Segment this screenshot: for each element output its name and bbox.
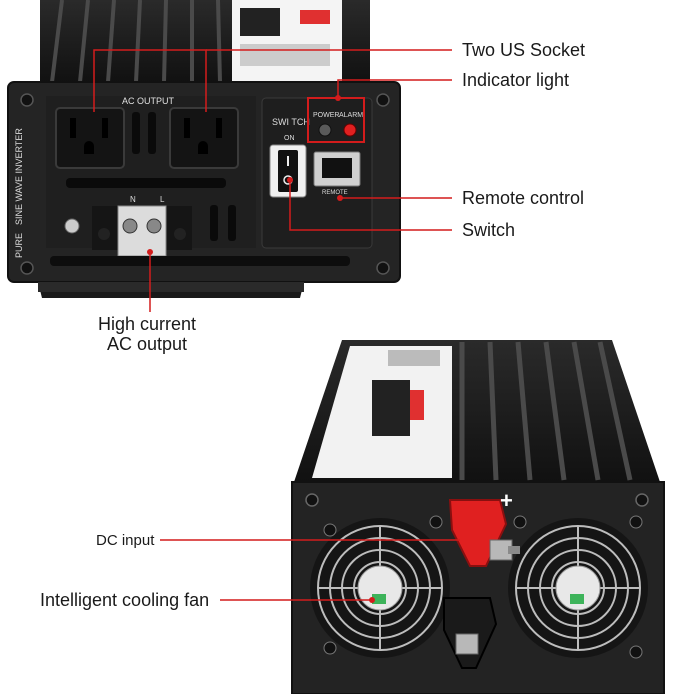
switch-label: SWI TCH [272,117,310,127]
callout-high-current-line1: High current [97,314,197,334]
ground-terminal [64,218,80,234]
callout-remote-control: Remote control [462,188,585,208]
remote-port [313,151,361,187]
callout-two-us-socket: Two US Socket [462,40,586,60]
dc-negative-terminal [443,597,498,669]
us-socket-left [55,107,125,169]
inverter-front-unit: SINE WAVE INVERTER PURE AC OUTPUT [7,0,401,298]
cooling-fan-left [310,515,450,658]
pure-label: PURE [14,233,24,258]
callout-high-current-line2: AC output [106,334,188,354]
alarm-label: ALARM [339,112,363,119]
cooling-fan-right [508,515,648,659]
plus-sign: + [500,488,513,513]
ac-terminal-block [92,205,192,257]
callout-indicator-light: Indicator light [462,70,570,90]
remote-label: REMOTE [322,190,348,196]
power-switch[interactable] [269,144,307,198]
us-socket-right [169,107,239,169]
callout-cooling-fan: Intelligent cooling fan [40,590,210,610]
callout-dc-input: DC input [96,532,155,549]
callout-lines [93,49,460,601]
power-indicator-light [318,123,332,137]
n-label: N [130,195,136,204]
sine-wave-label: SINE WAVE INVERTER [14,128,24,225]
power-label: POWER [313,112,339,119]
inverter-rear-unit: + [291,340,665,694]
l-label: L [160,195,165,204]
callout-high-current: High current AC output [82,314,212,354]
dc-positive-terminal [448,499,520,567]
on-label: ON [284,135,295,142]
callout-switch: Switch [462,220,516,240]
alarm-indicator-light [343,123,357,137]
ac-output-label: AC OUTPUT [122,96,175,106]
